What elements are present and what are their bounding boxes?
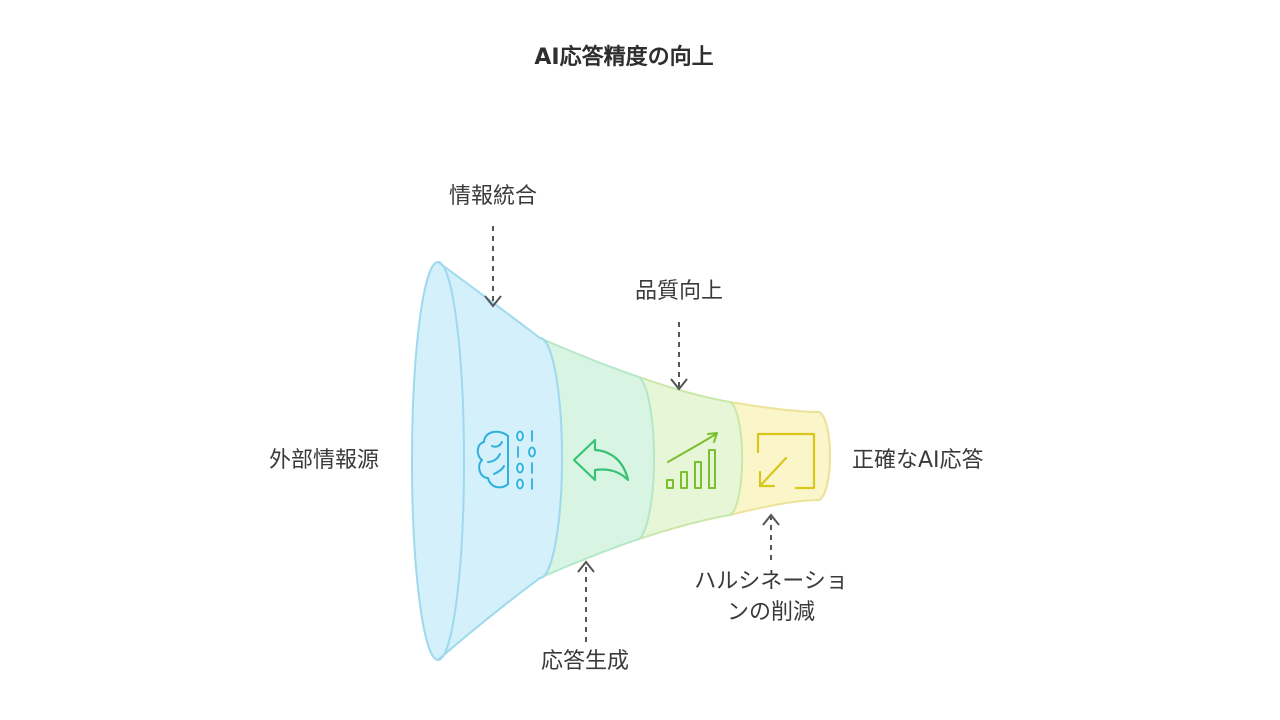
brain-binary-icon (476, 430, 536, 490)
output-label: 正確なAI応答 (852, 448, 984, 473)
callout-arrow-2 (577, 560, 595, 642)
funnel-mouth-rim (437, 261, 465, 661)
callout-label-1: 情報統合 (448, 184, 538, 209)
funnel-segment-1 (411, 260, 563, 662)
callout-arrow-3 (670, 322, 688, 391)
undo-arrow-icon (572, 438, 630, 482)
callout-label-4-line1: ハルシネーショ (694, 569, 848, 594)
shrink-arrow-icon (756, 432, 816, 490)
diagram-title: AI応答精度の向上 (534, 45, 714, 70)
input-label: 外部情報源 (269, 448, 380, 473)
callout-label-3: 品質向上 (634, 279, 724, 304)
callout-arrow-1 (484, 226, 502, 308)
callout-label-2: 応答生成 (540, 649, 630, 674)
callout-label-4-line2: ンの削減 (726, 600, 816, 625)
callout-arrow-4 (762, 513, 780, 560)
funnel-end-cap (817, 411, 831, 501)
rising-chart-icon (666, 432, 718, 489)
